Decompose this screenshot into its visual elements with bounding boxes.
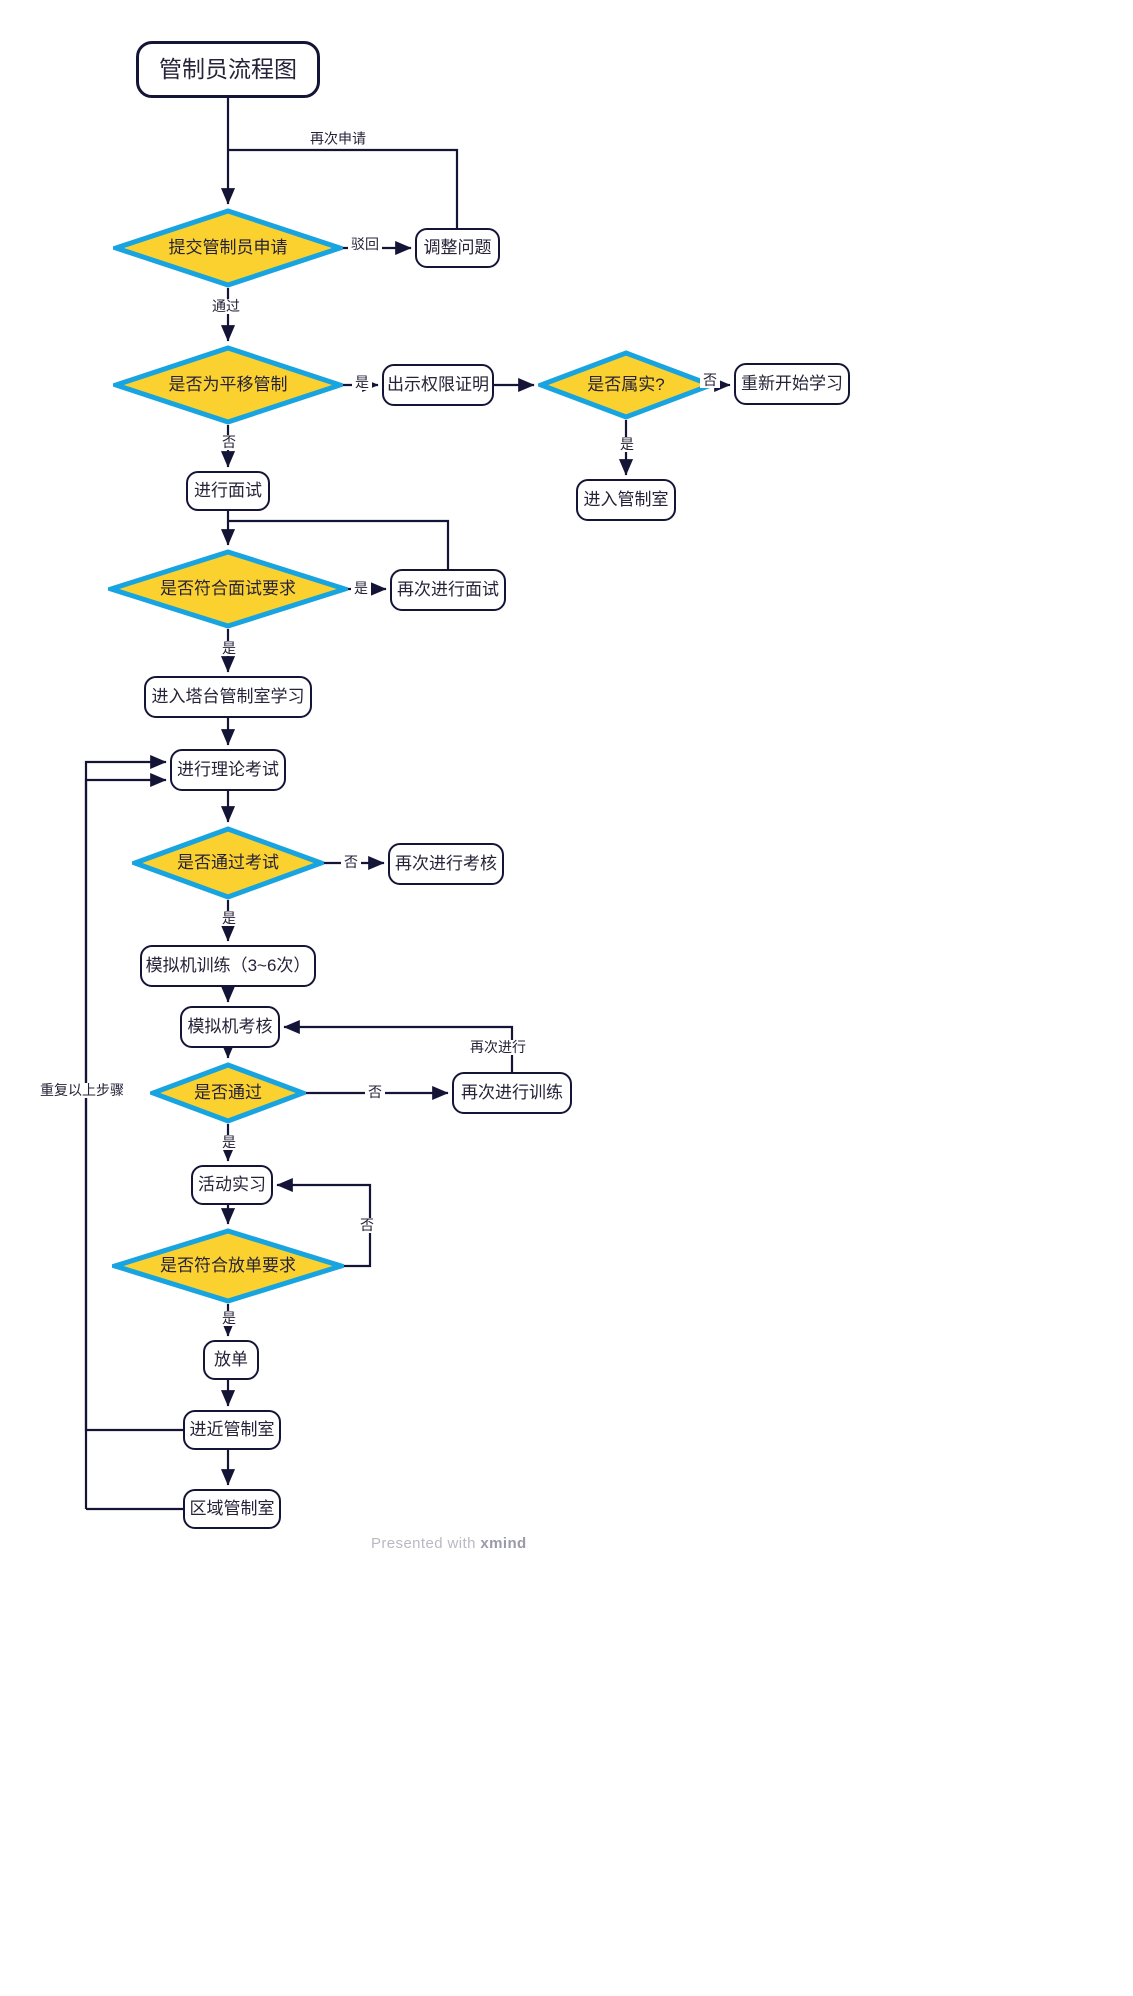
watermark-prefix: Presented with [371,1535,481,1552]
node-conduct-interview[interactable]: 进行面试 [186,471,270,511]
node-decision-meets-release-requirements[interactable]: 是否符合放单要求 [112,1228,344,1304]
xmind-watermark: Presented with xmind [371,1535,527,1552]
edge-label-no-release: 否 [357,1217,377,1234]
node-re-assessment[interactable]: 再次进行考核 [388,843,504,885]
node-decision-is-transfer-control[interactable]: 是否为平移管制 [113,345,343,425]
node-decision-submit-application[interactable]: 提交管制员申请 [113,208,343,288]
node-decision-meets-interview-requirements[interactable]: 是否符合面试要求 [108,549,348,629]
edge-area-repeat-loop [84,772,167,1509]
node-label: 再次进行训练 [461,1082,563,1102]
node-label: 是否通过考试 [177,852,279,872]
node-label: 是否符合面试要求 [160,578,296,598]
node-adjust-problem[interactable]: 调整问题 [415,228,500,268]
node-re-training[interactable]: 再次进行训练 [452,1072,572,1114]
node-label: 进入塔台管制室学习 [151,686,305,706]
node-area-control-room[interactable]: 区域管制室 [183,1489,281,1529]
node-theory-exam[interactable]: 进行理论考试 [170,749,286,791]
node-title-label: 管制员流程图 [159,55,297,82]
watermark-brand: xmind [480,1535,527,1552]
edge-label-pass: 通过 [209,298,243,315]
node-tower-control-room-study[interactable]: 进入塔台管制室学习 [144,676,312,718]
node-decision-passed-simulator[interactable]: 是否通过 [150,1062,306,1124]
node-approach-control-room[interactable]: 进近管制室 [183,1410,281,1450]
node-label: 是否为平移管制 [168,374,288,394]
edge-label-reapply: 再次申请 [307,131,369,147]
edge-label-yes-is-true: 是 [617,436,637,453]
node-label: 模拟机考核 [187,1016,273,1036]
edge-label-yes-interview-req: 是 [351,580,371,597]
edge-label-yes-release: 是 [219,1310,239,1327]
node-label: 进入管制室 [583,489,669,509]
node-decision-passed-exam[interactable]: 是否通过考试 [132,826,324,900]
node-enter-control-room[interactable]: 进入管制室 [576,479,676,521]
node-label: 进近管制室 [189,1419,275,1439]
edge-label-no-transfer: 否 [219,434,239,451]
diamond-shape-icon [150,1062,306,1124]
node-show-authorization-proof[interactable]: 出示权限证明 [382,364,494,406]
edge-label-no-is-true: 否 [700,372,720,389]
node-release-certification[interactable]: 放单 [203,1340,259,1380]
node-label: 区域管制室 [189,1498,275,1518]
diamond-shape-icon [132,826,324,900]
node-label: 进行面试 [194,480,262,500]
node-activity-practice[interactable]: 活动实习 [191,1165,273,1205]
node-label: 再次进行考核 [395,853,497,873]
node-label: 出示权限证明 [387,374,489,394]
edge-reinterview-loopback [228,519,450,569]
diamond-shape-icon [113,345,343,425]
edge-label-yes-interview-req-down: 是 [219,640,239,657]
edge-label-no-simulator: 否 [365,1084,385,1101]
node-label: 是否符合放单要求 [160,1255,296,1275]
diamond-shape-icon [538,350,714,420]
node-simulator-training[interactable]: 模拟机训练（3~6次） [140,945,316,987]
edge-label-yes-exam: 是 [219,910,239,927]
node-label: 重新开始学习 [741,373,843,393]
diamond-shape-icon [112,1228,344,1304]
node-label: 是否属实? [587,374,665,394]
node-label: 再次进行面试 [397,579,499,599]
edge-label-repeat-steps: 重复以上步骤 [37,1082,127,1099]
edge-label-yes-simulator: 是 [219,1134,239,1151]
node-label: 模拟机训练（3~6次） [145,955,311,975]
edge-label-no-exam: 否 [341,854,361,871]
node-simulator-assessment[interactable]: 模拟机考核 [180,1006,280,1048]
node-re-interview[interactable]: 再次进行面试 [390,569,506,611]
node-title[interactable]: 管制员流程图 [136,41,320,98]
edge-label-reject: 驳回 [348,236,382,253]
node-label: 进行理论考试 [177,759,279,779]
node-label: 是否通过 [194,1082,262,1102]
node-restart-study[interactable]: 重新开始学习 [734,363,850,405]
edge-label-retry-simulator: 再次进行 [467,1039,529,1056]
edge-retrain-to-simassess [283,1019,514,1072]
diamond-shape-icon [108,549,348,629]
edge-adjust-to-reapply [228,148,459,228]
node-label: 调整问题 [423,237,492,257]
node-label: 放单 [214,1349,248,1369]
node-decision-is-true[interactable]: 是否属实? [538,350,714,420]
edge-label-yes-transfer: 是 [352,374,372,391]
node-label: 活动实习 [198,1174,266,1194]
node-label: 提交管制员申请 [168,237,288,257]
diamond-shape-icon [113,208,343,288]
